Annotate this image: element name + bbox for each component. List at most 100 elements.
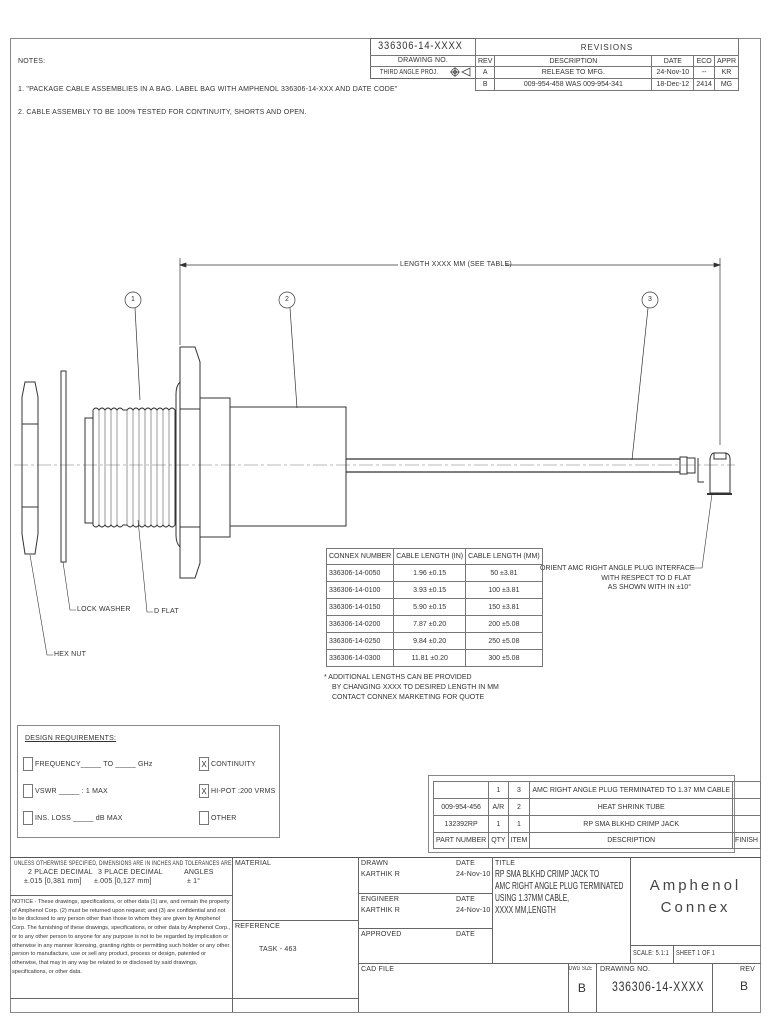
tolerance-value: ± 1° (187, 878, 201, 885)
flange-hex (175, 346, 201, 579)
item-cell: 2 (507, 798, 531, 816)
drawing-number: 336306-14-XXXX (378, 40, 463, 52)
threaded-body (84, 407, 176, 528)
balloon-2 (278, 291, 298, 409)
drawn-date: 24-Nov-10 (456, 871, 491, 878)
design-requirements-title: DESIGN REQUIREMENTS: (25, 735, 117, 742)
column-header: CONNEX NUMBER (325, 548, 395, 565)
ins-loss-label: INS. LOSS _____ dB MAX (35, 815, 123, 822)
title-line: AMC RIGHT ANGLE PLUG TERMINATED (495, 881, 624, 892)
heat-shrink-tube (229, 406, 347, 527)
d-flat-label: D FLAT (154, 608, 179, 615)
hex-nut-label: HEX NUT (54, 651, 87, 658)
frequency-checkbox[interactable] (23, 757, 33, 771)
length-in-cell: 11.81 ±0.20 (393, 649, 467, 667)
part-number-cell: 336306-14-0150 (325, 598, 395, 616)
finish-cell (732, 798, 761, 816)
qty-cell: 1 (488, 815, 509, 833)
column-header: DESCRIPTION (529, 832, 734, 849)
rev-cell: B (474, 78, 496, 91)
title-line: RP SMA BLKHD CRIMP JACK TO (495, 869, 600, 880)
column-header: QTY (488, 832, 509, 849)
length-in-cell: 5.90 ±0.15 (393, 598, 467, 616)
rev-value: B (740, 979, 749, 993)
column-header: FINISH (732, 832, 761, 849)
tolerance-label: 2 PLACE DECIMAL (28, 869, 93, 876)
continuity-label: CONTINUITY (211, 761, 256, 768)
length-label: LENGTH XXXX MM (SEE TABLE) (400, 261, 512, 268)
length-mm-cell: 300 ±5.08 (465, 649, 543, 667)
orient-note-line: WITH RESPECT TO D FLAT (601, 574, 691, 582)
orient-note-line: ORIENT AMC RIGHT ANGLE PLUG INTERFACE (540, 565, 695, 572)
frequency-label: FREQUENCY_____ TO _____ GHz (35, 761, 153, 768)
column-header: CABLE LENGTH (MM) (465, 548, 543, 565)
qty-cell: A/R (488, 798, 509, 816)
lock-washer-label: LOCK WASHER (77, 606, 131, 613)
tolerance-label: 3 PLACE DECIMAL (98, 869, 163, 876)
notes-title: NOTES: (18, 58, 46, 65)
company-division: Connex (660, 899, 731, 916)
tolerance-value: ±.005 [0,127 mm] (94, 878, 152, 885)
balloon-1-label: 1 (130, 296, 136, 303)
qty-cell: 1 (488, 781, 509, 799)
sheet: SHEET 1 OF 1 (676, 950, 716, 957)
part-number-cell: 336306-14-0300 (325, 649, 395, 667)
column-header: PART NUMBER (432, 832, 490, 849)
length-in-cell: 7.87 ±0.20 (393, 615, 467, 633)
finish-cell (732, 815, 761, 833)
column-header: CABLE LENGTH (IN) (393, 548, 467, 565)
part-number-cell: 336306-14-0100 (325, 581, 395, 599)
description-cell: 009-954-458 WAS 009-954-341 (494, 78, 653, 91)
drawing-title: RP SMA BLKHD CRIMP JACK TO AMC RIGHT ANG… (495, 869, 623, 917)
drawn-date-label: DATE (456, 860, 475, 867)
length-mm-cell: 50 ±3.81 (465, 564, 543, 582)
other-checkbox[interactable] (199, 811, 209, 825)
eco-cell: 2414 (693, 78, 715, 91)
hi-pot-checkbox[interactable]: X (199, 784, 209, 798)
description-cell: HEAT SHRINK TUBE (529, 798, 734, 816)
other-label: OTHER (211, 815, 237, 822)
balloon-3 (631, 291, 659, 461)
hi-pot-label: HI-POT :200 VRMS (211, 788, 276, 795)
balloon-2-label: 2 (284, 296, 290, 303)
ins-loss-checkbox[interactable] (23, 811, 33, 825)
part-number-cell: 336306-14-0200 (325, 615, 395, 633)
drawing-no-label: DRAWING NO. (397, 57, 449, 64)
vswr-label: VSWR _____ : 1 MAX (35, 788, 108, 795)
dwg-size-label: DWG SIZE (569, 966, 593, 972)
description-cell: AMC RIGHT ANGLE PLUG TERMINATED TO 1.37 … (529, 781, 734, 799)
title-label: TITLE (495, 860, 516, 867)
balloon-1 (124, 291, 142, 401)
engineer-date: 24-Nov-10 (456, 907, 491, 914)
cable-table-note: * ADDITIONAL LENGTHS CAN BE PROVIDED BY … (324, 673, 499, 703)
length-mm-cell: 150 ±3.81 (465, 598, 543, 616)
note-line: BY CHANGING XXXX TO DESIRED LENGTH IN MM (332, 684, 499, 691)
title-line: USING 1.37MM CABLE, (495, 893, 570, 904)
length-mm-cell: 200 ±5.08 (465, 615, 543, 633)
drawn-label: DRAWN (361, 860, 389, 867)
item-cell: 1 (507, 815, 531, 833)
material-label: MATERIAL (235, 860, 272, 867)
drawn-by: KARTHIK R (361, 871, 401, 878)
description-cell: RP SMA BLKHD CRIMP JACK (529, 815, 734, 833)
drawing-no: 336306-14-XXXX (612, 978, 705, 994)
continuity-checkbox[interactable]: X (199, 757, 209, 771)
right-angle-plug (679, 452, 732, 495)
part-number-cell: 336306-14-0250 (325, 632, 395, 650)
cad-file-label: CAD FILE (361, 966, 395, 973)
drawing-no-label: DRAWING NO. (600, 966, 651, 973)
engineer-date-label: DATE (456, 896, 475, 903)
date-cell: 18-Dec-12 (651, 78, 695, 91)
vswr-checkbox[interactable] (23, 784, 33, 798)
note-line: CONTACT CONNEX MARKETING FOR QUOTE (332, 694, 485, 701)
tolerance-label: ANGLES (184, 869, 214, 876)
